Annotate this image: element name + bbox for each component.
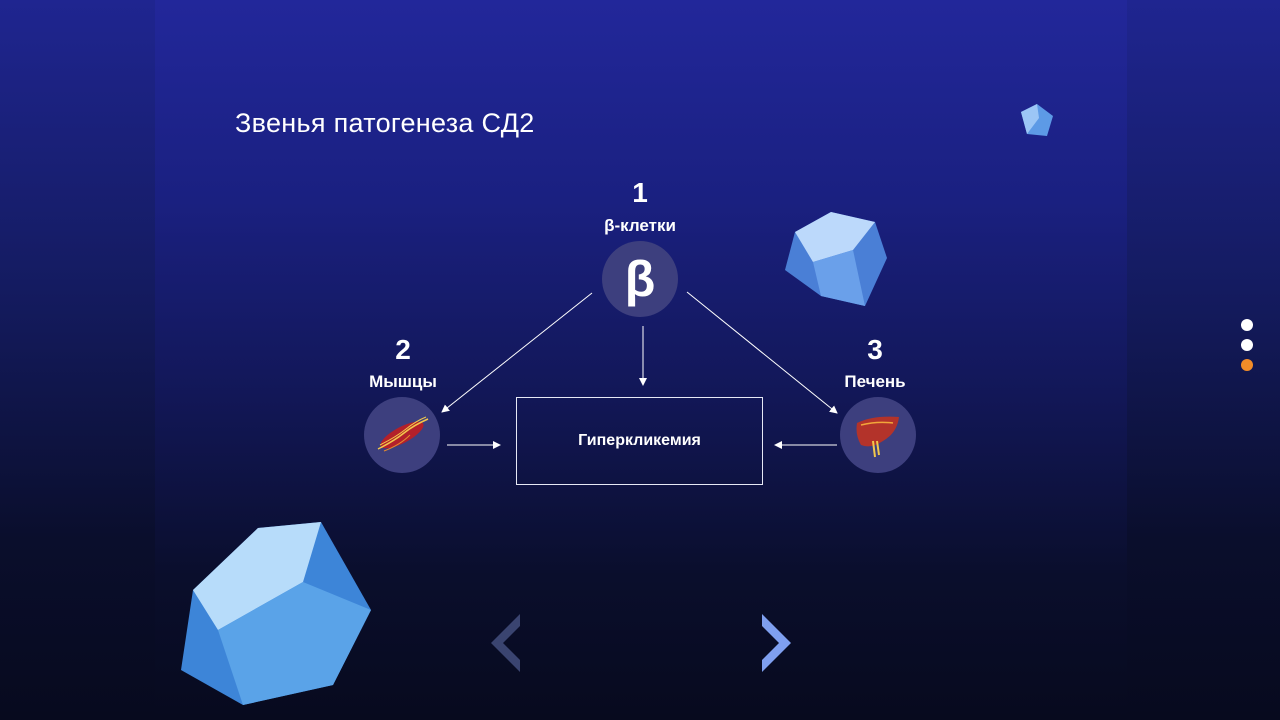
node-2-number: 2 — [395, 334, 411, 365]
muscle-circle — [364, 397, 440, 473]
muscle-icon — [377, 416, 429, 452]
prev-slide-button[interactable] — [489, 612, 521, 674]
slide-stage: Звенья патогенеза СД2 1 β-клетки β 2 Мыш… — [155, 0, 1127, 720]
node-1-label: β-клетки — [604, 216, 676, 235]
beta-letter-icon: β — [624, 251, 656, 307]
pagination-dot-2[interactable] — [1241, 339, 1253, 351]
next-slide-button[interactable] — [761, 612, 793, 674]
arrow-beta-to-liver — [686, 291, 838, 414]
node-2-label: Мышцы — [369, 372, 437, 391]
right-margin-panel — [1127, 0, 1280, 720]
chevron-right-icon — [762, 614, 791, 672]
liver-icon — [856, 416, 899, 458]
slide-title: Звенья патогенеза СД2 — [235, 108, 535, 138]
node-3-number: 3 — [867, 334, 883, 365]
liver-circle — [840, 397, 916, 473]
node-1-number: 1 — [632, 177, 648, 208]
crystal-decoration-large — [181, 522, 371, 705]
crystal-decoration-medium — [785, 212, 887, 306]
beta-cell-circle: β — [602, 241, 678, 317]
arrow-beta-to-muscles — [441, 292, 593, 413]
pagination-dot-3-active[interactable] — [1241, 359, 1253, 371]
pagination-dot-1[interactable] — [1241, 319, 1253, 331]
crystal-decoration-small — [1021, 104, 1053, 136]
node-3-label: Печень — [844, 372, 906, 391]
chevron-left-icon — [491, 614, 520, 672]
left-margin-panel — [0, 0, 155, 720]
diagram-arrows — [441, 291, 838, 449]
hyperglycemia-box: Гиперкликемия — [516, 397, 763, 485]
